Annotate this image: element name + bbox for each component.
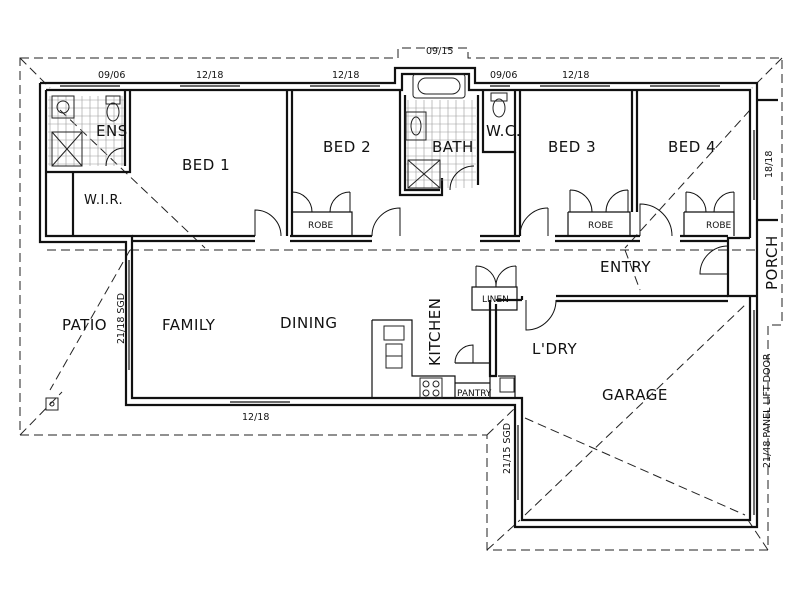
room-labels: ENS W.I.R. BED 1 BED 2 BATH W.C. BED 3 B… <box>62 122 781 404</box>
label-porch: PORCH <box>763 235 781 290</box>
kitchen-sink <box>383 325 405 341</box>
roof-outline <box>19 47 783 551</box>
windows <box>60 85 778 515</box>
ensuite-toilet <box>105 95 121 105</box>
label-bed1: BED 1 <box>182 156 230 174</box>
ensuite-tiles <box>48 96 124 166</box>
ensuite-basin <box>51 95 75 119</box>
doors <box>254 189 735 364</box>
laundry-tub <box>499 377 515 393</box>
window-label-ens: 09/06 <box>98 70 125 81</box>
window-label-bed2: 12/18 <box>332 70 359 81</box>
window-size-labels: 09/15 09/06 12/18 12/18 09/06 12/18 18/1… <box>98 46 775 474</box>
label-kitchen: KITCHEN <box>426 298 444 367</box>
window-label-bed3: 12/18 <box>562 70 589 81</box>
wc-toilet <box>490 92 508 102</box>
bath-shower <box>407 159 441 189</box>
window-label-bath-top: 09/15 <box>426 46 453 57</box>
label-bed4: BED 4 <box>668 138 716 156</box>
label-linen: LINEN <box>482 295 509 305</box>
label-bed2: BED 2 <box>323 138 371 156</box>
bath-tiles <box>406 100 476 188</box>
interior-walls <box>46 90 735 398</box>
window-label-wc: 09/06 <box>490 70 517 81</box>
patio-post <box>45 397 59 411</box>
window-label-family-sgd: 21/18 SGD <box>116 293 127 344</box>
label-wc: W.C. <box>486 122 521 140</box>
label-ldry: L'DRY <box>532 340 577 358</box>
window-label-bed1: 12/18 <box>196 70 223 81</box>
label-family: FAMILY <box>162 316 216 334</box>
window-label-dining: 12/18 <box>242 412 269 423</box>
label-ens: ENS <box>96 122 128 140</box>
ensuite-shower <box>51 131 83 167</box>
exterior-walls <box>38 66 759 529</box>
label-patio: PATIO <box>62 316 107 334</box>
label-entry: ENTRY <box>600 258 651 276</box>
label-robe-bed3: ROBE <box>588 221 614 231</box>
window-label-garage-sgd: 21/15 SGD <box>502 423 513 474</box>
label-dining: DINING <box>280 314 337 332</box>
label-wir: W.I.R. <box>84 193 123 208</box>
window-label-garage-door: 21/48 PANEL LIFT DOOR <box>762 353 773 468</box>
fixtures <box>45 73 515 411</box>
bathtub <box>412 73 466 99</box>
window-label-bed4-side: 18/18 <box>764 151 775 178</box>
label-garage: GARAGE <box>602 386 668 404</box>
label-robe-bed2: ROBE <box>308 221 334 231</box>
cooktop <box>419 377 443 399</box>
label-robe-bed4: ROBE <box>706 221 732 231</box>
label-bath: BATH <box>432 138 474 156</box>
label-pantry: PANTRY <box>457 389 492 399</box>
bath-vanity <box>405 111 427 141</box>
label-bed3: BED 3 <box>548 138 596 156</box>
